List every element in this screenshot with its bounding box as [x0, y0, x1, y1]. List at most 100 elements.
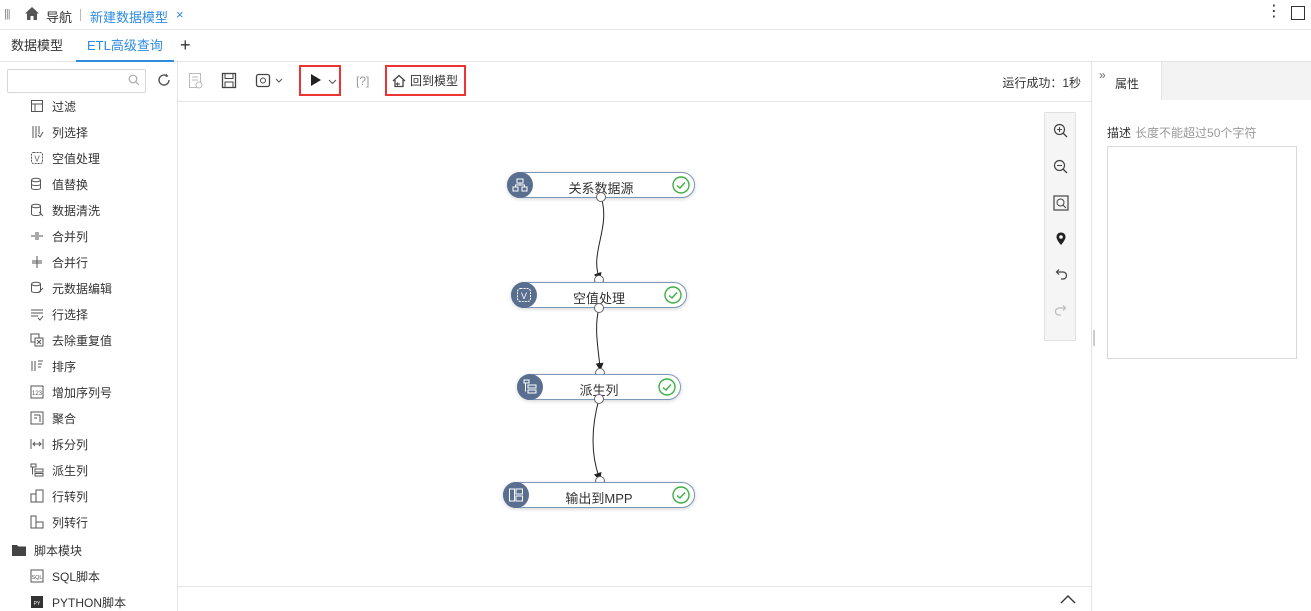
fit-view-icon[interactable] — [1053, 195, 1069, 214]
success-check-icon — [672, 486, 690, 504]
success-check-icon — [672, 176, 690, 194]
back-to-model-label: 回到模型 — [410, 74, 459, 88]
help-button[interactable]: [?] — [356, 74, 370, 88]
search-icon[interactable] — [128, 74, 140, 89]
palette-item-sql-script[interactable]: SQL SQL脚本 — [30, 566, 100, 586]
palette-group-script[interactable]: 脚本模块 — [12, 540, 82, 560]
run-button[interactable] — [299, 65, 341, 96]
output-port[interactable] — [596, 192, 606, 202]
palette-item-label: 排序 — [52, 359, 77, 374]
palette-item-label: 合并列 — [52, 229, 89, 244]
flow-canvas[interactable]: 关系数据源 V 空值处理 派生列 输出到MPP — [178, 102, 1091, 586]
zoom-out-icon[interactable] — [1053, 159, 1069, 178]
palette-item-add-sequence[interactable]: 123 增加序列号 — [30, 382, 112, 402]
palette-item-aggregate[interactable]: 聚合 — [30, 408, 76, 428]
canvas-zoom-panel — [1044, 112, 1076, 341]
undo-icon[interactable] — [1053, 267, 1069, 286]
more-vertical-icon[interactable]: ⋮ — [1266, 3, 1282, 20]
flow-node-label: 输出到MPP — [565, 491, 633, 506]
output-mpp-icon — [503, 482, 529, 508]
output-port[interactable] — [594, 394, 604, 404]
palette-item-split-column[interactable]: 拆分列 — [30, 434, 88, 454]
edge-derived-to-output — [592, 398, 602, 481]
palette-item-data-clean[interactable]: 数据清洗 — [30, 200, 100, 220]
svg-text:PY: PY — [34, 601, 41, 607]
palette-item-derived-column[interactable]: 派生列 — [30, 460, 88, 480]
back-home-icon — [392, 74, 406, 87]
palette-item-column-to-row[interactable]: 列转行 — [30, 512, 88, 532]
expand-panel-icon[interactable]: » — [1099, 68, 1106, 82]
palette-item-value-replace[interactable]: 值替换 — [30, 174, 88, 194]
description-textarea[interactable] — [1107, 146, 1297, 359]
palette-item-filter[interactable]: 过滤 — [30, 96, 76, 116]
add-tab-icon[interactable]: + — [180, 35, 191, 55]
column-select-icon — [32, 126, 44, 138]
dedupe-icon — [30, 333, 44, 347]
menu-grip-icon[interactable]: ||| — [4, 8, 11, 20]
module-tabs: 数据模型 ETL高级查询 + — [0, 30, 1311, 62]
back-to-model-button[interactable]: 回到模型 — [385, 65, 466, 96]
palette-item-metadata-edit[interactable]: 元数据编辑 — [30, 278, 112, 298]
description-label: 描述长度不能超过50个字符 — [1107, 124, 1256, 141]
split-column-icon — [30, 439, 44, 449]
properties-tab[interactable]: » 属性 — [1092, 62, 1162, 100]
nav-label[interactable]: 导航 — [46, 10, 73, 25]
palette-item-label: 行选择 — [52, 307, 89, 322]
palette-item-merge-rows[interactable]: 合并行 — [30, 252, 88, 272]
null-handling-icon: V — [31, 152, 43, 164]
tab-etl-query[interactable]: ETL高级查询 — [76, 30, 174, 62]
palette-item-label: 拆分列 — [52, 437, 89, 452]
output-port[interactable] — [594, 303, 604, 313]
properties-panel: » 属性 描述长度不能超过50个字符 — [1091, 62, 1311, 611]
tab-data-model[interactable]: 数据模型 — [11, 38, 64, 53]
palette-item-sort[interactable]: 排序 — [30, 356, 76, 376]
home-icon[interactable] — [24, 6, 40, 24]
description-label-text: 描述 — [1107, 126, 1132, 140]
palette-item-row-select[interactable]: 行选择 — [30, 304, 88, 324]
palette-item-label: 派生列 — [52, 463, 89, 478]
palette-item-python-script[interactable]: PY PYTHON脚本 — [30, 592, 126, 611]
row-to-column-icon — [30, 489, 44, 503]
redo-icon[interactable] — [1053, 303, 1069, 322]
doc-tab-close-icon[interactable]: × — [176, 7, 184, 22]
doc-tab-new-model[interactable]: 新建数据模型 — [90, 10, 169, 25]
palette-item-merge-columns[interactable]: 合并列 — [30, 226, 88, 246]
palette-item-row-to-column[interactable]: 行转列 — [30, 486, 88, 506]
palette-item-label: 聚合 — [52, 411, 77, 426]
settings-dropdown-icon[interactable] — [255, 72, 285, 93]
success-check-icon — [658, 378, 676, 396]
relational-source-icon — [507, 172, 533, 198]
sort-icon — [31, 360, 43, 371]
palette-item-label: 值替换 — [52, 177, 89, 192]
etl-toolbar: [?] 回到模型 运行成功：1秒 — [178, 62, 1091, 102]
properties-title: 属性 — [1115, 77, 1140, 91]
palette-item-label: 增加序列号 — [52, 385, 113, 400]
palette-item-null-handling[interactable]: V 空值处理 — [30, 148, 100, 168]
result-panel-bar — [178, 586, 1091, 611]
flow-node-label: 派生列 — [579, 383, 619, 398]
palette-item-label: 列选择 — [52, 125, 89, 140]
row-select-icon — [31, 309, 44, 321]
locate-icon[interactable] — [1053, 231, 1069, 250]
column-to-row-icon — [30, 515, 44, 529]
description-hint: 长度不能超过50个字符 — [1135, 126, 1257, 140]
save-icon[interactable] — [221, 72, 237, 93]
palette-item-column-select[interactable]: 列选择 — [30, 122, 88, 142]
flow-node-label: 关系数据源 — [568, 181, 634, 196]
refresh-icon[interactable] — [156, 72, 172, 91]
palette-search-input[interactable] — [7, 69, 146, 93]
divider — [80, 9, 81, 21]
preview-icon[interactable] — [188, 72, 204, 93]
merge-columns-icon — [31, 232, 43, 240]
panel-splitter-handle[interactable] — [1093, 330, 1095, 346]
chevron-up-icon[interactable] — [1060, 593, 1076, 607]
aggregate-icon — [30, 411, 44, 425]
palette-item-label: 过滤 — [52, 99, 77, 114]
palette-item-label: 去除重复值 — [52, 333, 113, 348]
palette-item-dedupe[interactable]: 去除重复值 — [30, 330, 112, 350]
run-status: 运行成功：1秒 — [1002, 76, 1081, 90]
null-handling-icon: V — [511, 282, 537, 308]
maximize-icon[interactable] — [1291, 6, 1305, 20]
flow-node-output-mpp[interactable]: 输出到MPP — [503, 482, 695, 508]
zoom-in-icon[interactable] — [1053, 123, 1069, 142]
